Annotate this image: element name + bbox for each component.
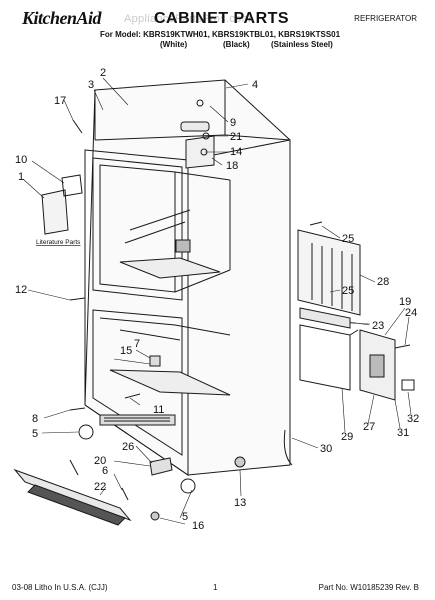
variant-black: (Black) [223,40,250,49]
callout-5a: 5 [32,428,38,440]
callout-23: 23 [372,320,384,332]
callout-1: 1 [18,171,24,183]
page-title: CABINET PARTS [154,10,290,27]
callout-15: 15 [120,345,132,357]
callout-28: 28 [377,276,389,288]
callout-22: 22 [94,481,106,493]
callout-18: 18 [226,160,238,172]
callout-24: 24 [405,307,417,319]
callout-26: 26 [122,441,134,453]
callout-12: 12 [15,284,27,296]
callout-19: 19 [399,296,411,308]
callout-3: 3 [88,79,94,91]
callout-32: 32 [407,413,419,425]
callout-17: 17 [54,95,66,107]
callout-2: 2 [100,67,106,79]
part-number: Part No. W10185239 Rev. B [318,583,419,592]
category-label: REFRIGERATOR [354,14,417,23]
callout-25b: 25 [342,285,354,297]
callout-21: 21 [230,131,242,143]
page-number: 1 [213,583,218,592]
callout-31: 31 [397,427,409,439]
callout-4: 4 [252,79,258,91]
callout-6: 6 [102,465,108,477]
watermark: AppliancePartsPros.com [124,13,252,25]
callout-9: 9 [230,117,236,129]
callout-11: 11 [153,404,164,416]
callout-20: 20 [94,455,106,467]
variant-white: (White) [160,40,188,49]
callout-8: 8 [32,413,38,425]
callout-29: 29 [341,431,353,443]
print-info: 03-08 Litho In U.S.A. (CJJ) [12,583,108,592]
callout-16: 16 [192,520,204,532]
variant-stainless: (Stainless Steel) [271,40,333,49]
callout-25a: 25 [342,233,354,245]
callout-5b: 5 [182,511,188,523]
model-list: For Model: KBRS19KTWH01, KBRS19KTBL01, K… [100,30,341,39]
callout-7: 7 [134,338,140,350]
brand-logo: KitchenAid [22,8,102,28]
callout-14: 14 [230,146,242,158]
callout-30: 30 [320,443,332,455]
literature-parts-label: Literature Parts [36,239,81,246]
callout-13: 13 [234,497,246,509]
callout-27: 27 [363,421,375,433]
callout-10: 10 [15,154,27,166]
